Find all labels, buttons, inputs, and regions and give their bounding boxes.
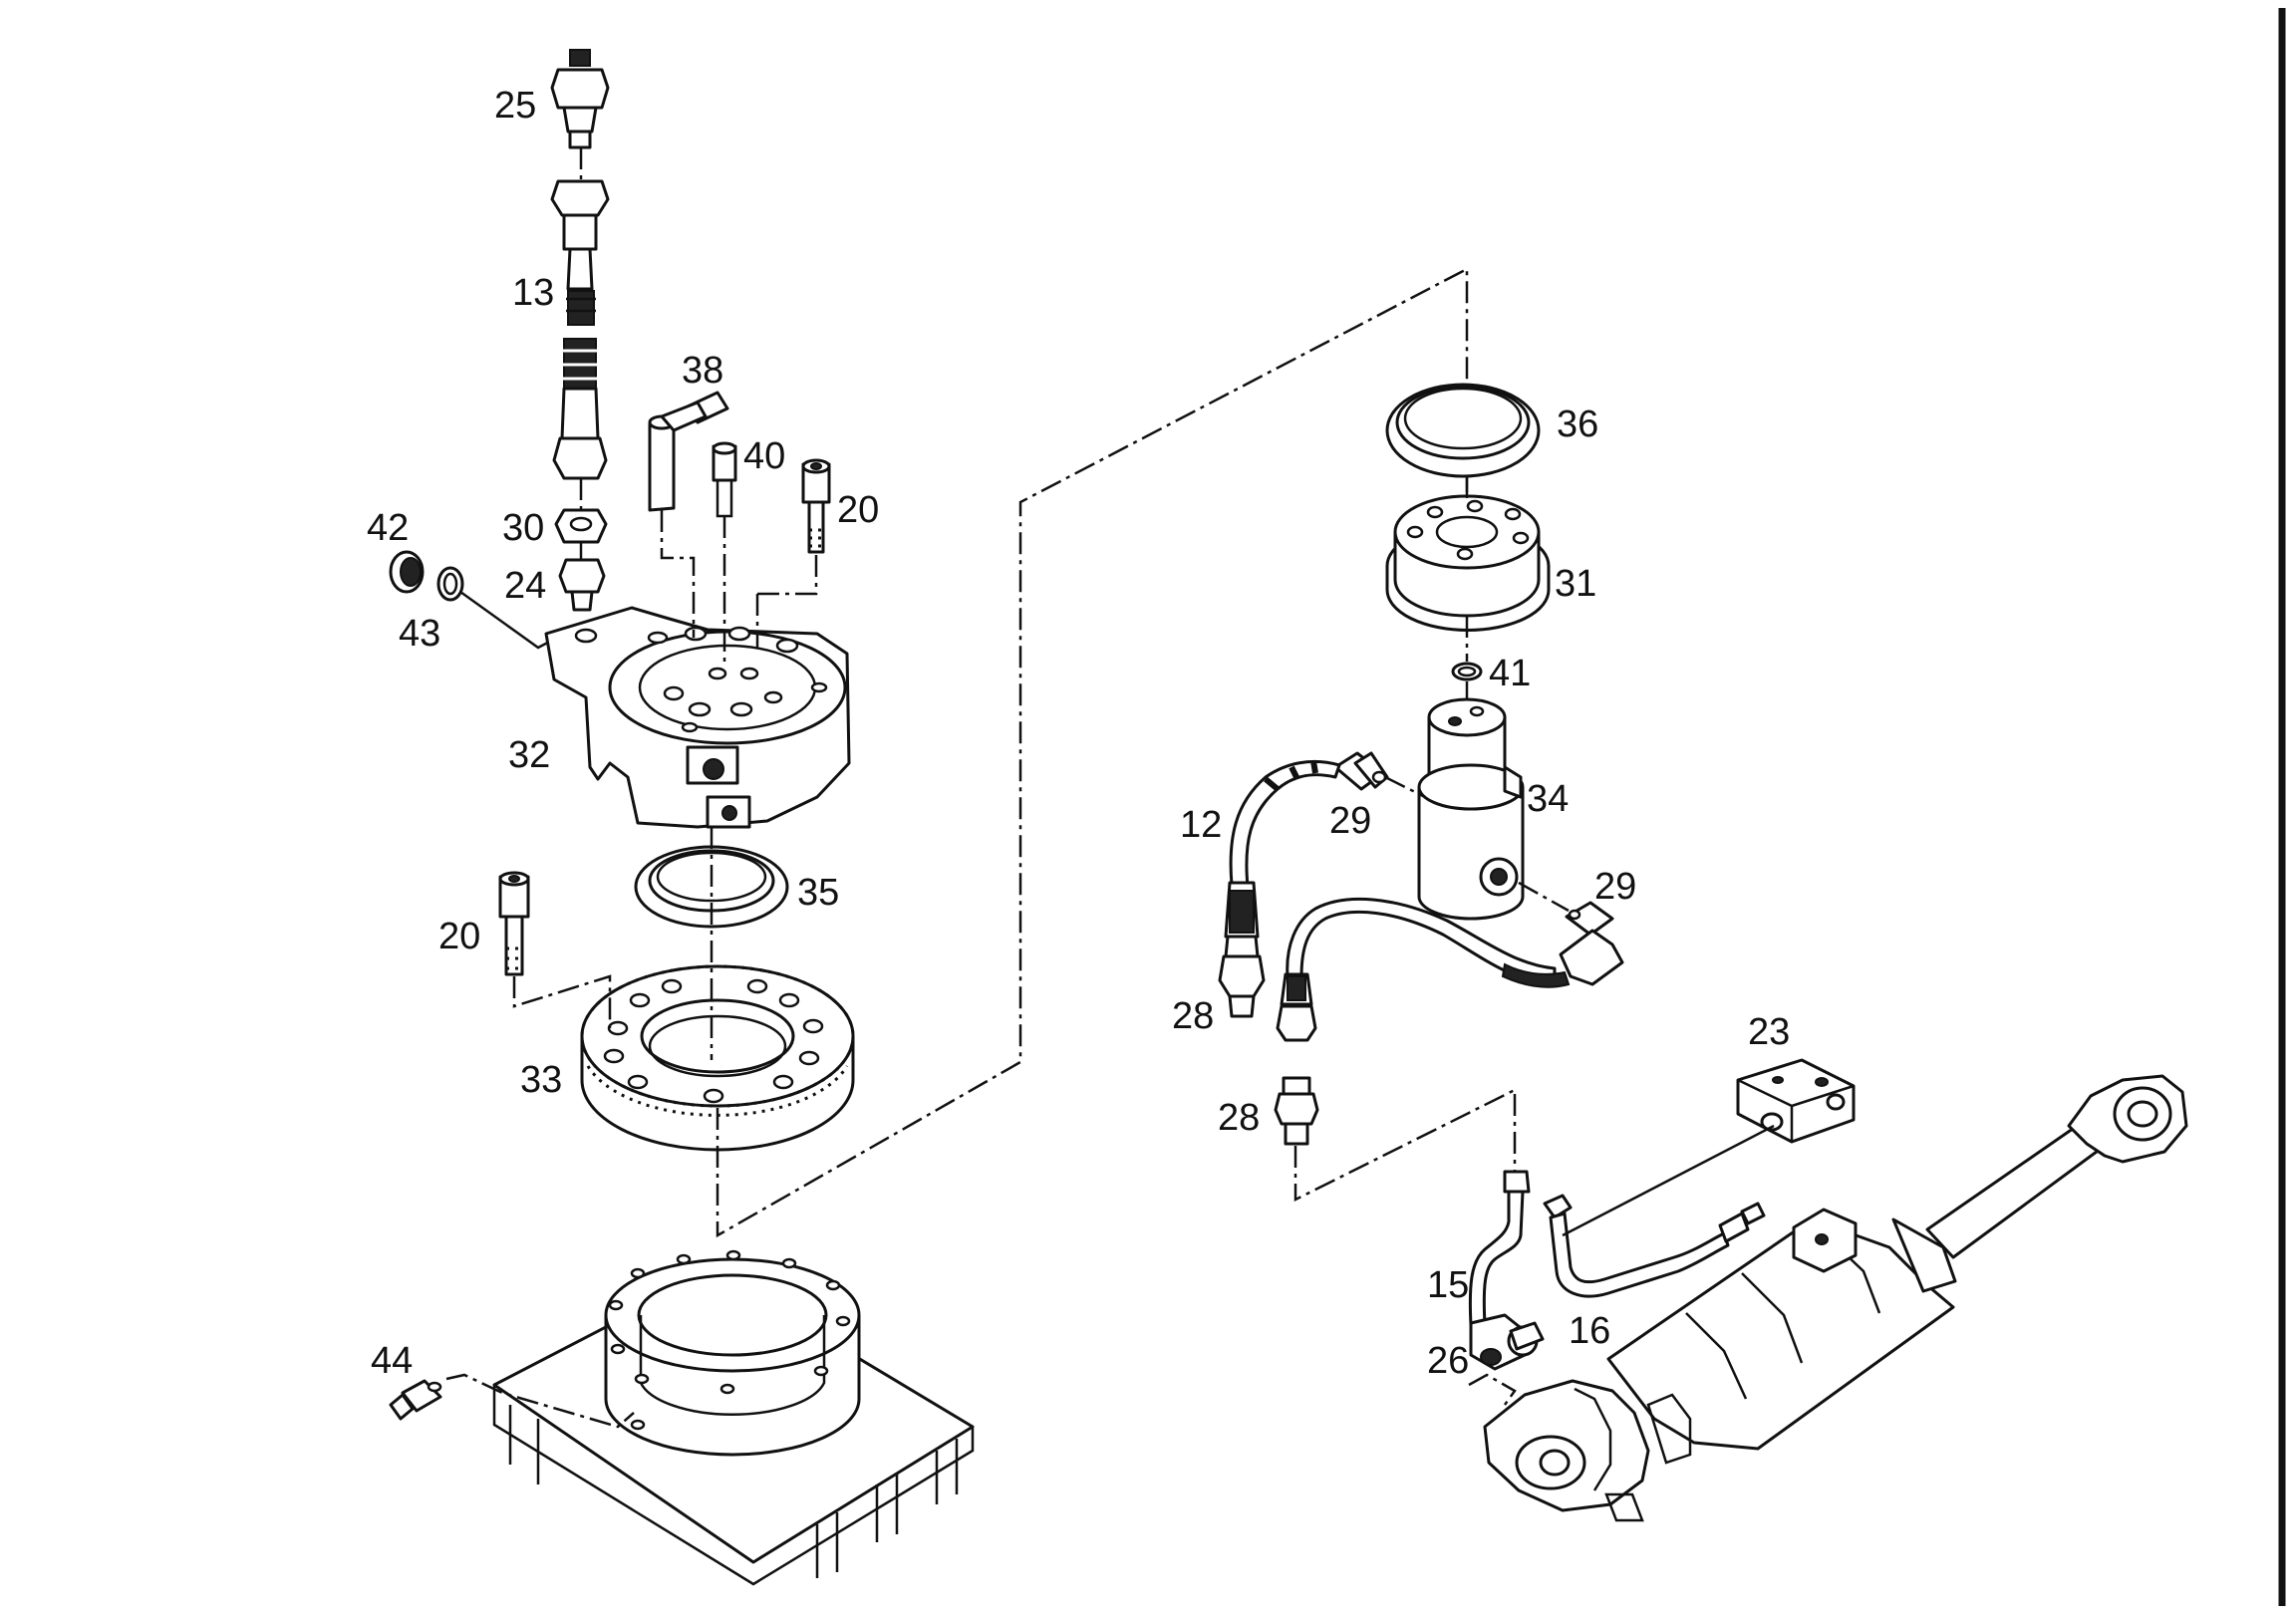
label-23: 23 — [1748, 1011, 1790, 1053]
label-30: 30 — [502, 507, 544, 549]
label-12: 12 — [1180, 804, 1222, 846]
label-32: 32 — [508, 734, 550, 776]
part-44-grease-nipple — [389, 1379, 442, 1421]
hydraulic-cylinder — [1483, 1074, 2188, 1522]
label-26: 26 — [1427, 1340, 1469, 1382]
label-25: 25 — [494, 85, 536, 127]
label-29-right: 29 — [1594, 866, 1636, 908]
part-29-fitting-left — [1333, 751, 1389, 791]
part-20-bolt-top — [801, 458, 831, 554]
label-43: 43 — [399, 613, 440, 655]
label-15: 15 — [1427, 1264, 1469, 1306]
label-24: 24 — [504, 565, 546, 607]
part-38-pin — [648, 391, 729, 512]
part-20-bolt-bottom — [498, 871, 530, 976]
part-31-housing — [1385, 494, 1551, 632]
label-20-bottom: 20 — [438, 916, 480, 957]
part-29-fitting-right — [1565, 901, 1614, 937]
label-28-top: 28 — [1172, 995, 1214, 1037]
part-24-fitting — [558, 558, 606, 612]
part-33-gear-ring — [580, 964, 855, 1152]
label-38: 38 — [682, 350, 723, 392]
label-44: 44 — [371, 1340, 413, 1382]
label-36: 36 — [1557, 404, 1598, 445]
label-28-bottom: 28 — [1218, 1097, 1260, 1139]
part-30-nut — [554, 508, 608, 544]
label-29-left: 29 — [1329, 800, 1371, 842]
base-bearing-mount — [492, 1249, 975, 1586]
part-34-rotary-joint — [1417, 697, 1525, 921]
label-42: 42 — [367, 507, 409, 549]
label-20-top: 20 — [837, 489, 879, 531]
part-12-hoses — [1218, 759, 1624, 1042]
part-40-bolt — [712, 441, 737, 518]
part-26-fitting — [1509, 1321, 1545, 1351]
label-34: 34 — [1527, 778, 1569, 820]
part-41-oring — [1451, 662, 1483, 681]
part-36-ring — [1385, 383, 1541, 478]
part-16-pipe — [1543, 1194, 1766, 1298]
label-33: 33 — [520, 1059, 562, 1101]
label-31: 31 — [1555, 563, 1596, 605]
label-41: 41 — [1489, 653, 1531, 694]
part-13-swivel — [550, 179, 610, 480]
part-43-oring — [436, 566, 464, 602]
part-23-block — [1736, 1058, 1856, 1144]
part-28-fitting — [1274, 1076, 1319, 1146]
label-13: 13 — [512, 272, 554, 314]
label-16: 16 — [1569, 1310, 1610, 1352]
part-25-fitting — [550, 49, 610, 149]
part-32-housing — [544, 606, 851, 829]
part-42-plug — [389, 550, 425, 594]
label-35: 35 — [797, 872, 839, 914]
label-40: 40 — [743, 435, 785, 477]
